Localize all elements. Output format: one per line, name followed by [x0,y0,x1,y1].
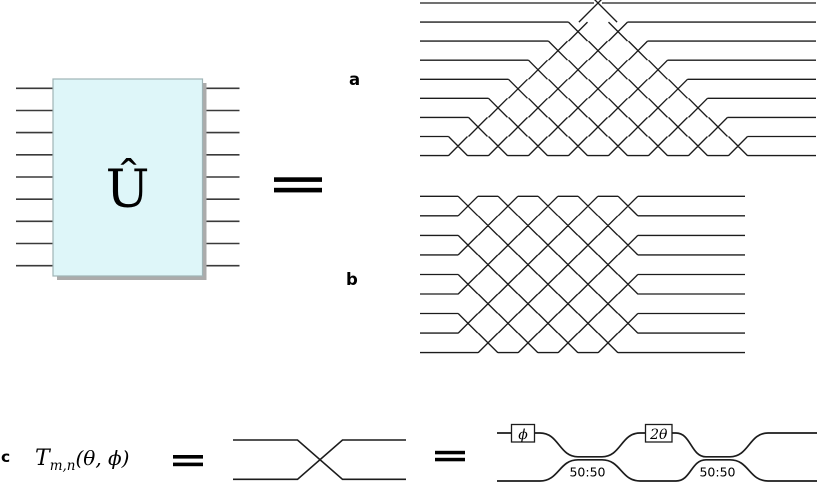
mesh-a-reck-triangular [420,0,816,157]
t-definition-row: Tm,n(θ, ϕ) ϕ 2θ 50:50 50:50 [35,423,817,482]
phase-phi-label: ϕ [518,427,528,443]
phase-box-2theta: 2θ [644,423,673,443]
equals-c2-icon [435,450,465,462]
section-label-b: b [346,270,358,289]
mesh-b-clements-rectangular [420,195,745,354]
section-label-c: c [1,448,10,466]
splitter-label-1: 50:50 [569,465,605,480]
equals-main-icon [274,177,322,193]
u-input-lines [16,87,53,267]
u-panel: Û [16,78,240,280]
u-output-lines [203,87,240,267]
u-operator-label: Û [106,158,150,220]
u-box [52,78,204,277]
crossing-symbol [233,439,406,481]
mzi-bottom-waveguide [497,458,817,482]
phase-2theta-label: 2θ [649,427,668,443]
section-label-a: a [349,70,360,89]
phase-box-phi: ϕ [510,423,536,443]
mzi-diagram: ϕ 2θ 50:50 50:50 [497,423,817,482]
splitter-label-2: 50:50 [699,465,735,480]
equals-c1-icon [173,455,203,467]
t-formula: Tm,n(θ, ϕ) [35,446,129,474]
